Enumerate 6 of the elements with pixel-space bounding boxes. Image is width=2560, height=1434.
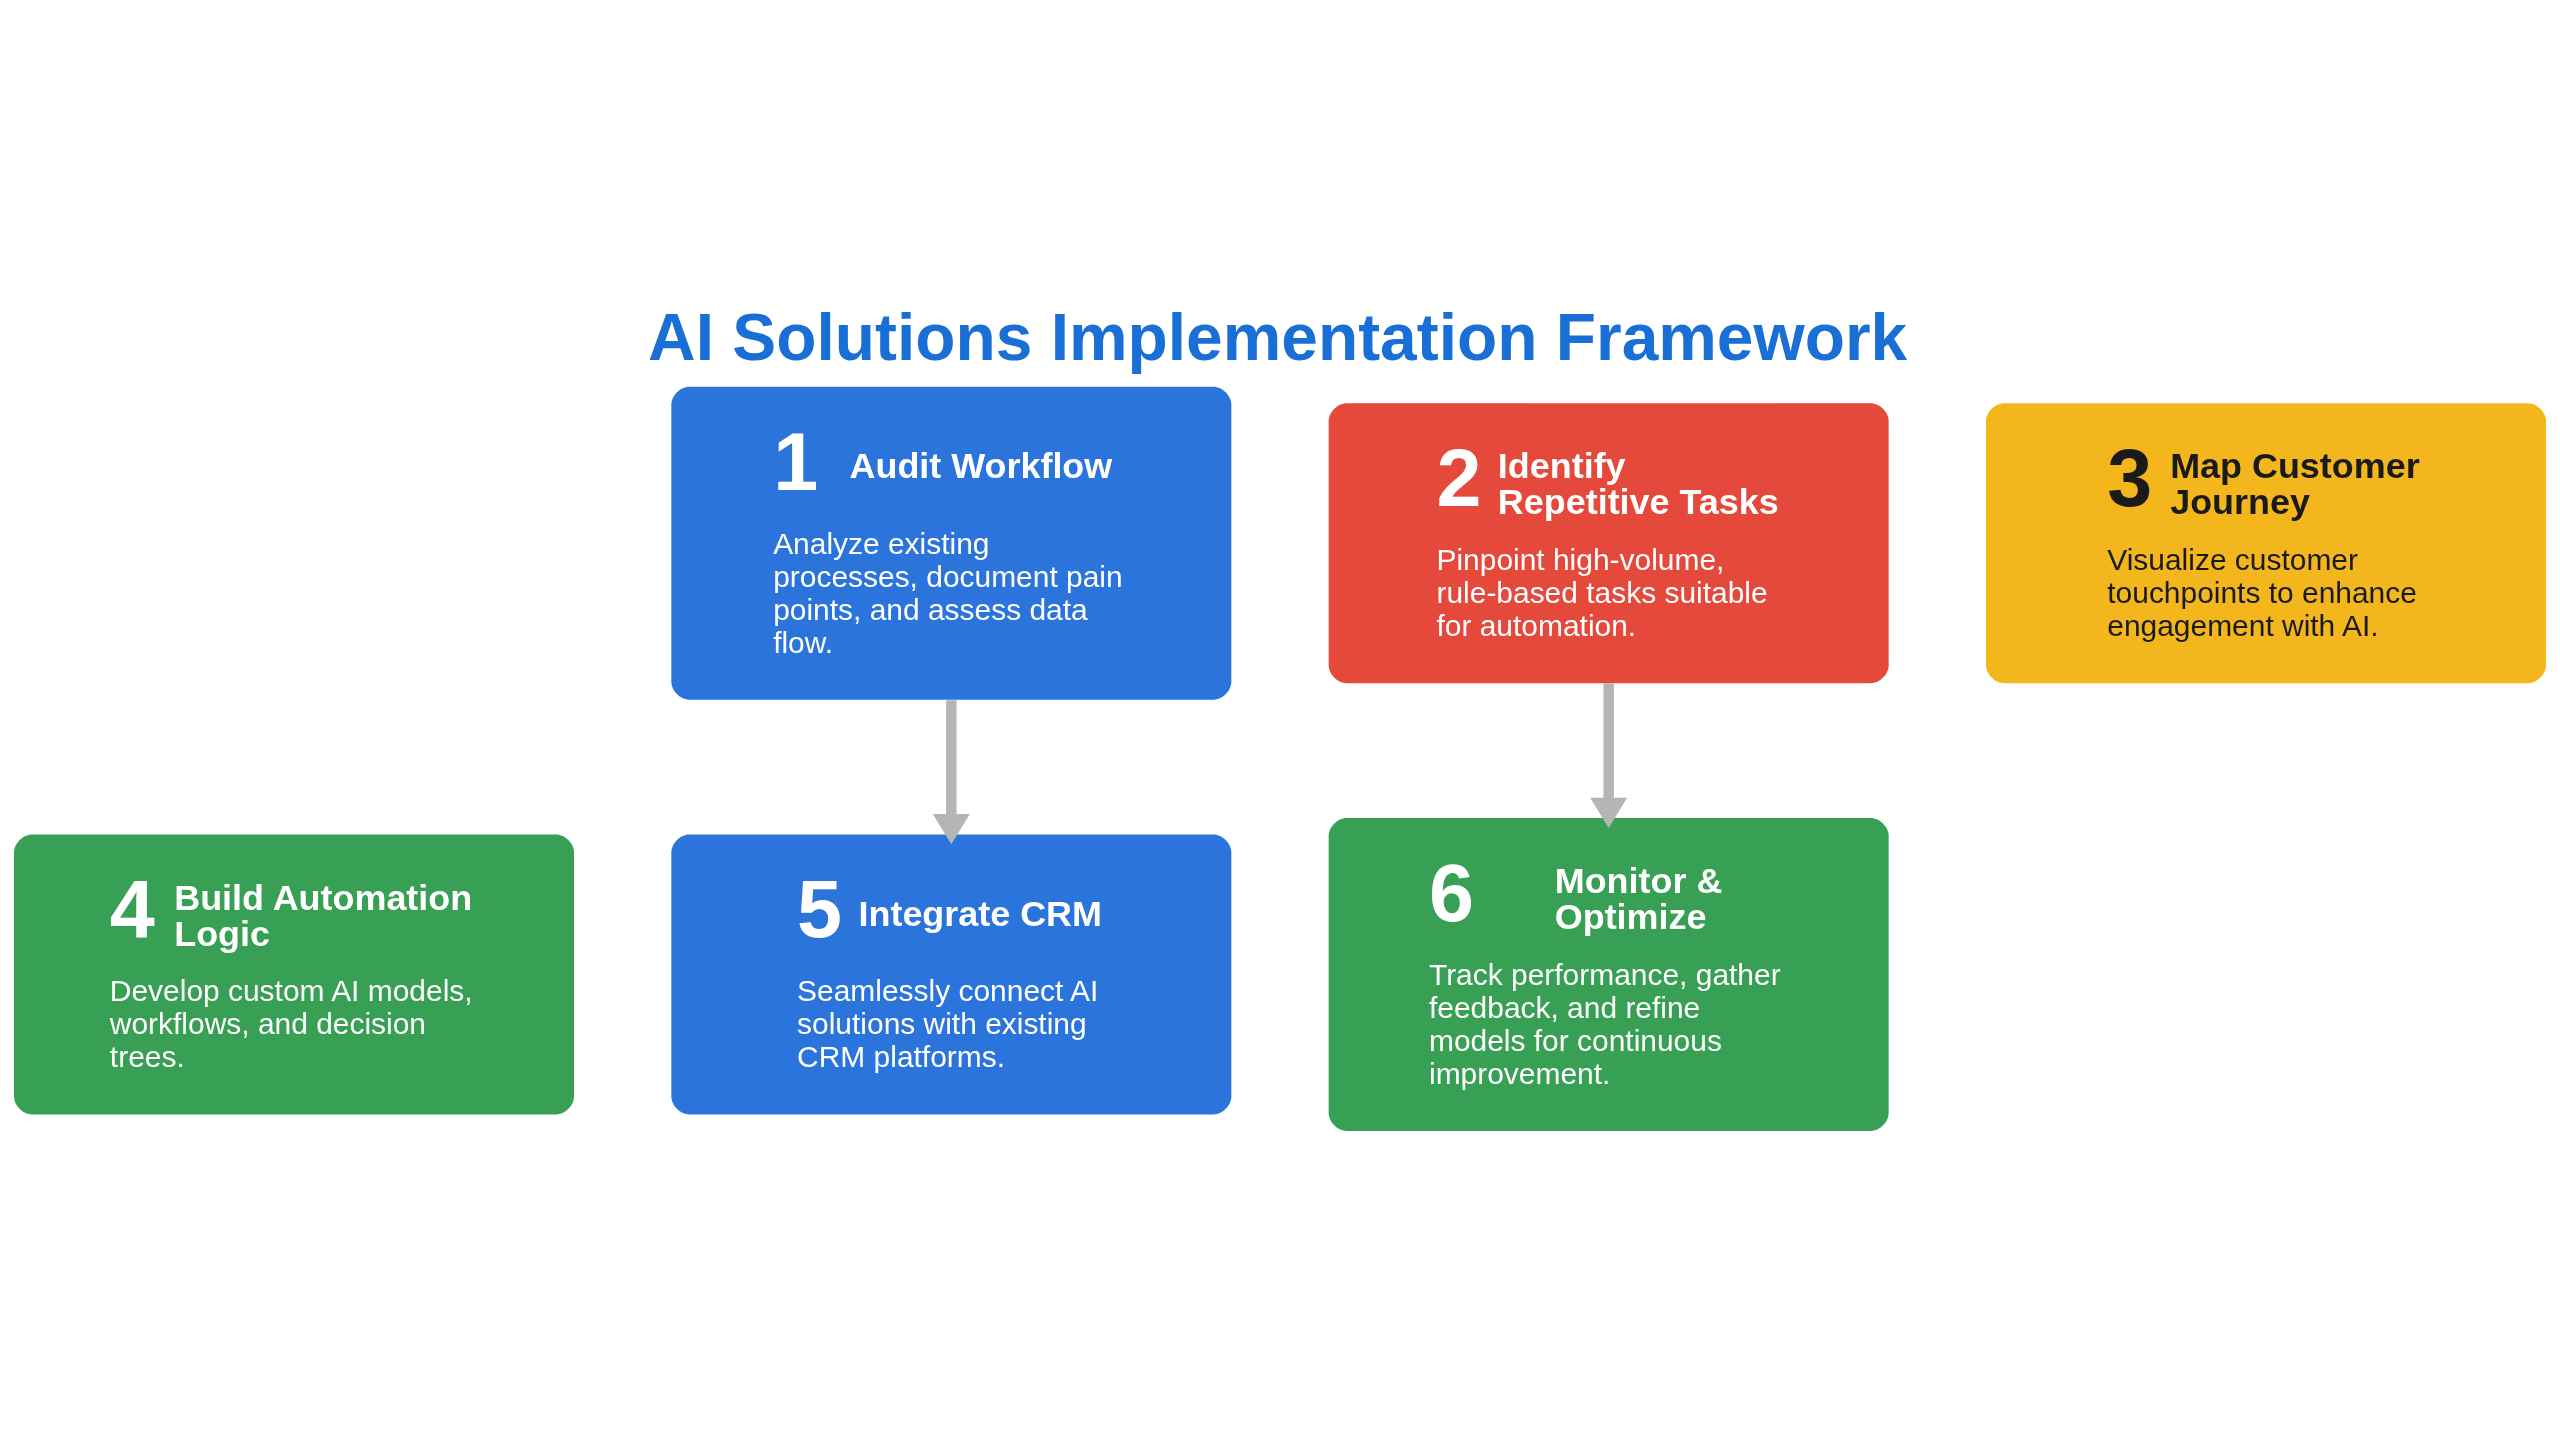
diagram-title: AI Solutions Implementation Framework — [648, 300, 1908, 375]
node-box: 6 Monitor & Optimize Track performance, gather feedback, and refine models for continuous improvement. — [1328, 818, 1889, 1131]
arrow — [1590, 683, 1628, 829]
node-box: 1 Audit Workflow Analyze existing processes, document pain points, and assess data flow. — [671, 386, 1232, 700]
arrow — [932, 700, 970, 845]
node-box: 5 Integrate CRM Seamlessly connect AI solutions with existing CRM platforms. — [671, 834, 1232, 1115]
